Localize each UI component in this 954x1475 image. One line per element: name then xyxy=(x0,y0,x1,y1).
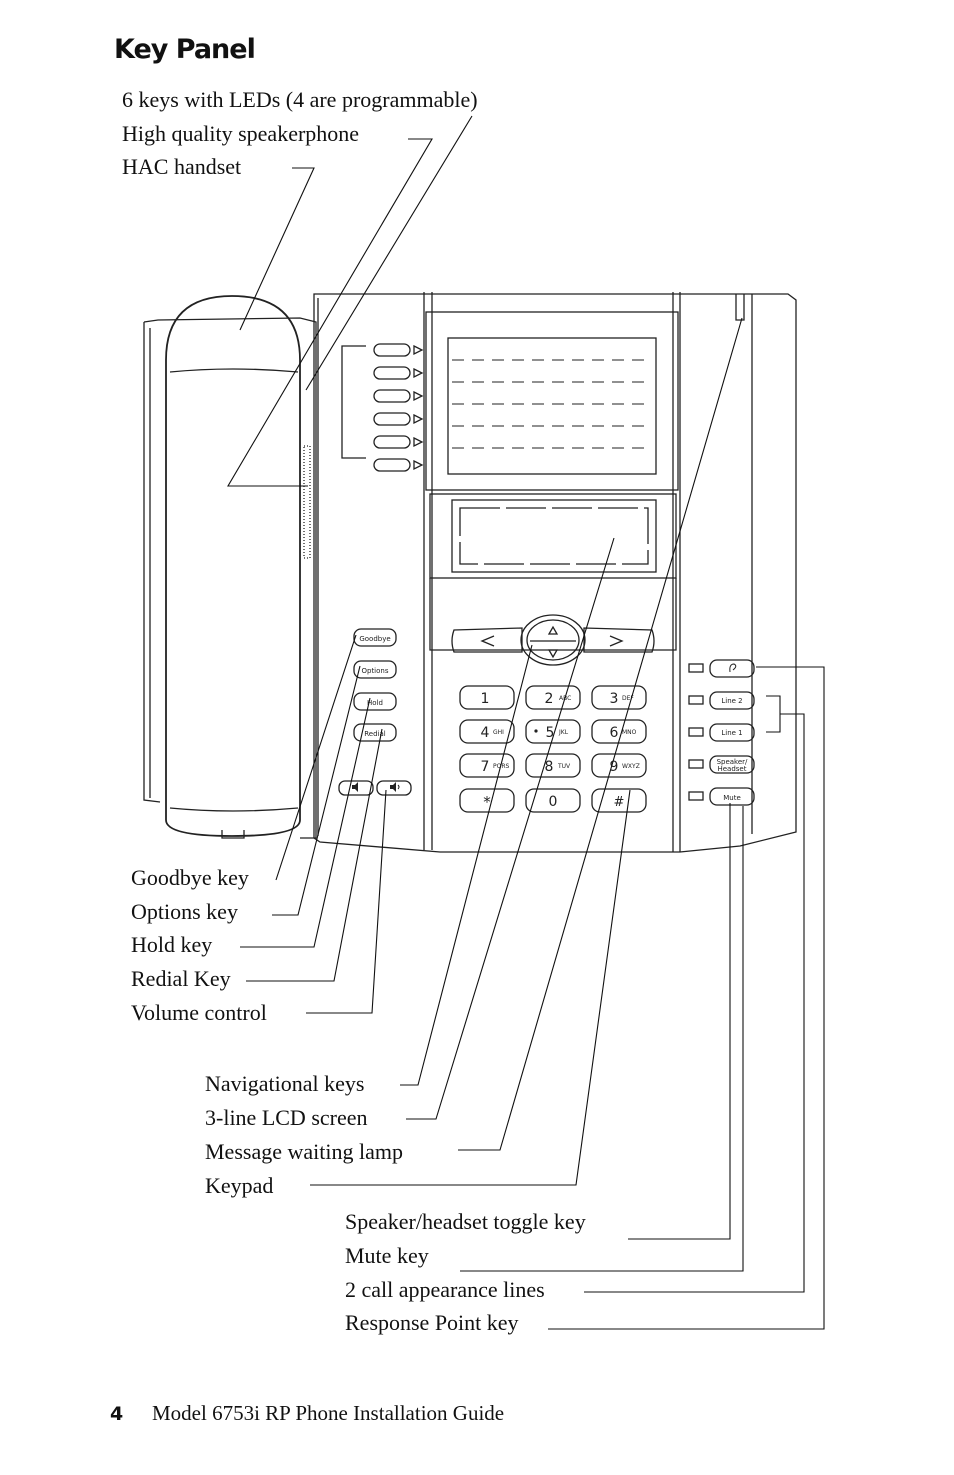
svg-text:MNO: MNO xyxy=(622,729,637,736)
callout-speaker-headset-key: Speaker/headset toggle key xyxy=(345,1209,586,1234)
mute-key-label: Mute xyxy=(723,794,741,802)
svg-text:5: 5 xyxy=(546,725,555,741)
nav-right-arrow-icon xyxy=(609,635,624,647)
callout-message-waiting-lamp: Message waiting lamp xyxy=(205,1139,403,1164)
page-title: Key Panel xyxy=(114,34,256,65)
nav-up-arrow-icon xyxy=(547,625,559,635)
speaker-key-label-2: Headset xyxy=(717,765,746,773)
callout-goodbye-key: Goodbye key xyxy=(131,865,249,890)
line1-key-label: Line 1 xyxy=(721,729,742,737)
callout-response-point-key: Response Point key xyxy=(345,1310,519,1335)
svg-text:JKL: JKL xyxy=(558,729,569,736)
callout-mute-key: Mute key xyxy=(345,1243,429,1268)
svg-text:WXYZ: WXYZ xyxy=(622,763,640,770)
page-number: 4 xyxy=(110,1403,124,1425)
callout-call-appearance-lines: 2 call appearance lines xyxy=(345,1277,545,1302)
svg-text:TUV: TUV xyxy=(557,763,571,770)
svg-text:7: 7 xyxy=(481,759,490,775)
keypad-keys xyxy=(459,685,647,813)
function-keys xyxy=(338,628,412,796)
nav-down-arrow-icon xyxy=(547,649,559,659)
svg-text:GHI: GHI xyxy=(493,729,504,736)
options-key-label: Options xyxy=(361,667,388,675)
callout-lcd-screen: 3-line LCD screen xyxy=(205,1105,368,1130)
hold-key-label: Hold xyxy=(367,699,383,707)
callout-options-key: Options key xyxy=(131,899,238,924)
handset xyxy=(165,295,301,837)
svg-text:0: 0 xyxy=(549,794,558,810)
callout-leaders xyxy=(227,115,825,1330)
svg-text:DEF: DEF xyxy=(622,695,634,702)
lcd-screen xyxy=(451,499,657,573)
svg-text:PQRS: PQRS xyxy=(493,763,510,770)
line-keys xyxy=(688,659,755,806)
svg-text:8: 8 xyxy=(545,759,554,775)
callout-6-keys-leds: 6 keys with LEDs (4 are programmable) xyxy=(122,87,478,112)
svg-text:#: # xyxy=(614,795,625,810)
goodbye-key-label: Goodbye xyxy=(359,635,390,643)
svg-text:*: * xyxy=(483,793,491,811)
callout-keypad: Keypad xyxy=(205,1173,274,1198)
redial-key-label: Redial xyxy=(364,730,386,738)
speaker-key-label-1: Speaker/ xyxy=(717,758,748,766)
speaker-volume-down-icon xyxy=(352,782,358,792)
callout-volume-control: Volume control xyxy=(131,1000,267,1025)
svg-text:4: 4 xyxy=(481,725,490,741)
programmable-keys xyxy=(373,343,424,472)
svg-text:1: 1 xyxy=(481,691,490,707)
svg-text:6: 6 xyxy=(610,725,619,741)
callout-speakerphone: High quality speakerphone xyxy=(122,121,360,146)
callout-redial-key: Redial Key xyxy=(131,966,231,991)
svg-text:9: 9 xyxy=(610,759,619,775)
line2-key-label: Line 2 xyxy=(721,697,742,705)
callout-hold-key: Hold key xyxy=(131,932,213,957)
nav-left-arrow-icon xyxy=(480,635,495,647)
svg-text:3: 3 xyxy=(610,691,619,707)
callout-navigational-keys: Navigational keys xyxy=(205,1071,365,1096)
speaker-volume-up-icon xyxy=(390,782,396,792)
svg-text:2: 2 xyxy=(545,691,554,707)
callout-hac-handset: HAC handset xyxy=(122,154,242,179)
footer-title: Model 6753i RP Phone Installation Guide xyxy=(152,1401,505,1425)
response-point-icon xyxy=(729,663,737,673)
navigation-keys xyxy=(451,614,655,666)
